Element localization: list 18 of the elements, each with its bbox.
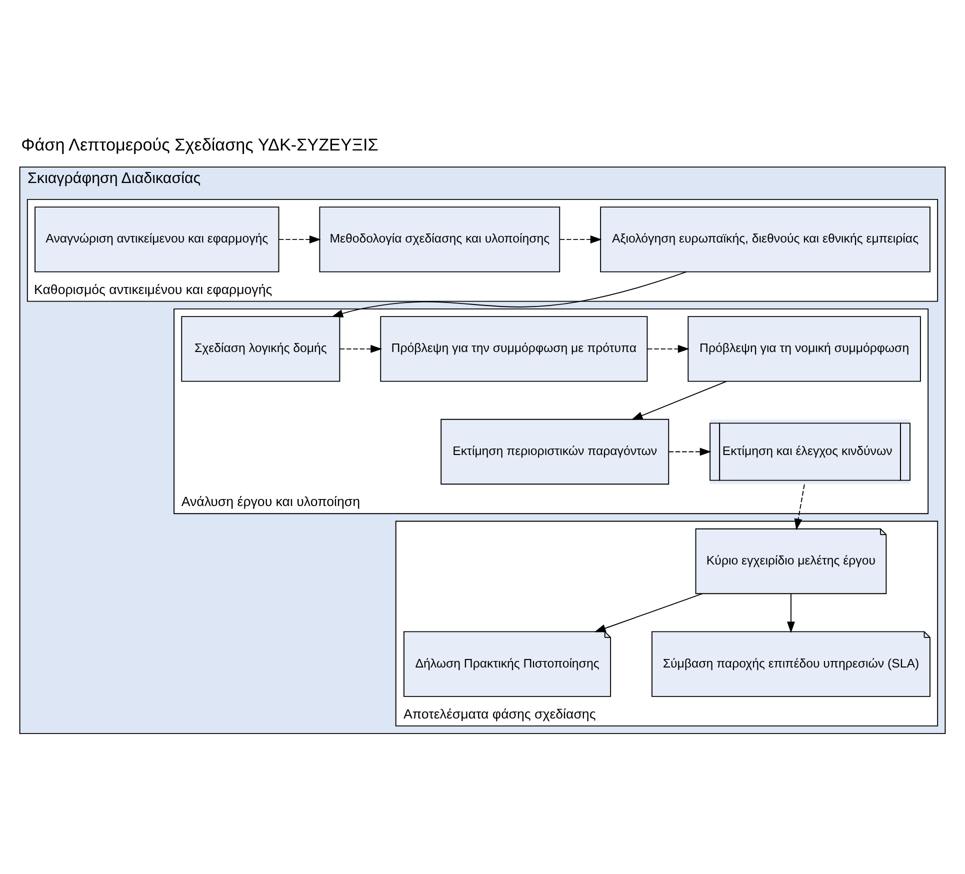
arrow: [647, 344, 690, 353]
arrow: [332, 271, 688, 318]
node-box: Εκτίμηση περιοριστικών παραγόντων: [440, 418, 670, 485]
node-box: Πρόβλεψη για την συμμόρφωση με πρότυπα: [380, 316, 648, 382]
arrow: [278, 235, 321, 244]
arrow: [631, 380, 727, 420]
node-box: Αξιολόγηση ευρωπαϊκής, διεθνούς και εθνικής εμπειρίας: [600, 206, 930, 272]
arrow: [786, 593, 795, 634]
arrow: [559, 235, 602, 244]
node-box: Μεθοδολογία σχεδίασης και υλοποίησης: [319, 206, 560, 272]
arrow: [668, 448, 712, 456]
node-box: Σχεδίαση λογικής δομής: [181, 316, 340, 382]
arrow: [339, 344, 382, 353]
node-box: Αναγνώριση αντικείμενου και εφαρμογής: [34, 206, 280, 272]
arrow: [794, 484, 805, 530]
diagram-title: Φάση Λεπτομερούς Σχεδίασης ΥΔΚ-ΣΥΖΕΥΞΙΣ: [21, 134, 378, 154]
node-box: Πρόβλεψη για τη νομική συμμόρφωση: [688, 316, 921, 382]
arrow: [594, 593, 703, 632]
